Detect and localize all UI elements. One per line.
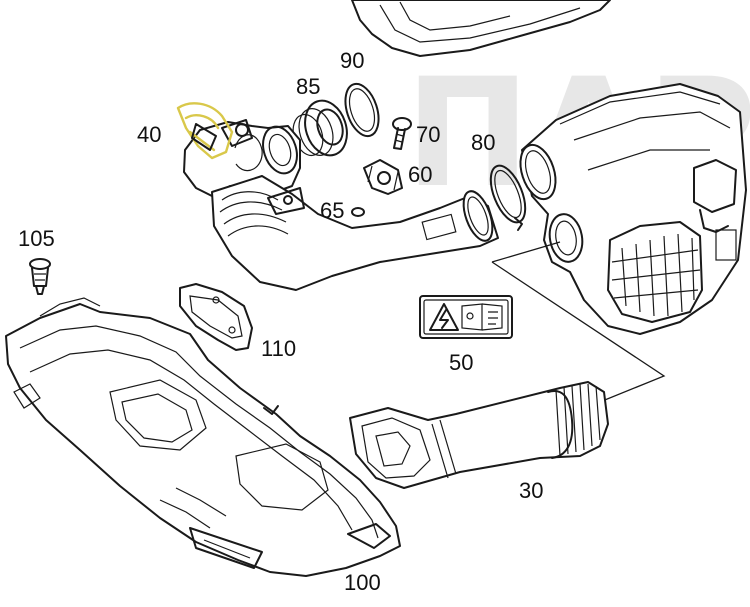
callout-105: 105 (18, 226, 55, 251)
engine-cover-fragment (351, 0, 611, 57)
part-30-intake-pipe[interactable] (349, 381, 609, 489)
highlighted-clamp[interactable] (176, 102, 234, 160)
part-80-clamp-ring[interactable] (484, 161, 532, 231)
part-90-clamp-ring[interactable] (339, 80, 384, 141)
part-85-coupling-sleeve[interactable] (288, 95, 353, 161)
part-110-gasket[interactable] (179, 283, 253, 351)
callout-80: 80 (471, 130, 495, 155)
warning-label-icon (429, 303, 503, 331)
callout-50: 50 (449, 350, 473, 375)
callout-90: 90 (340, 48, 364, 73)
intake-duct[interactable] (211, 175, 499, 291)
callout-40: 40 (137, 122, 161, 147)
part-60-sensor[interactable] (363, 159, 403, 195)
callout-85: 85 (296, 74, 320, 99)
part-65-seal[interactable] (351, 207, 365, 217)
callout-110: 110 (261, 336, 296, 361)
callout-60: 60 (408, 162, 432, 187)
part-105-push-clip[interactable] (29, 258, 51, 295)
leader-lines-30 (491, 241, 666, 407)
part-70-bolt[interactable] (392, 117, 412, 150)
callout-70: 70 (416, 122, 440, 147)
callout-30: 30 (519, 478, 543, 503)
air-filter-housing-assembly[interactable] (514, 83, 747, 335)
callout-100: 100 (344, 570, 381, 595)
part-100-underbody-duct[interactable] (5, 297, 401, 577)
callout-65: 65 (320, 198, 344, 223)
part-50-warning-label[interactable] (419, 295, 513, 339)
